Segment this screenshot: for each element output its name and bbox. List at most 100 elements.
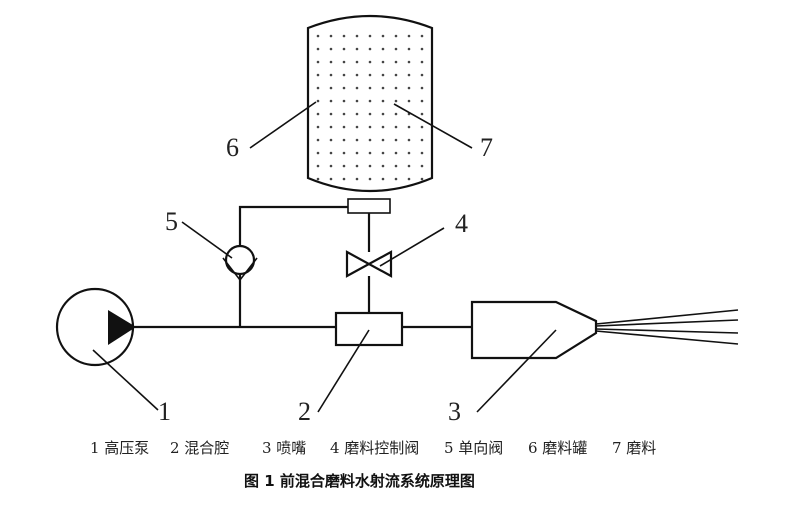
abrasive-dot	[368, 86, 372, 90]
abrasive-dot	[329, 125, 333, 129]
abrasive-dot	[355, 138, 359, 142]
abrasive-dot	[342, 86, 346, 90]
abrasive-dot	[420, 47, 424, 51]
abrasive-dot	[368, 151, 372, 155]
abrasive-dot	[316, 60, 320, 64]
abrasive-dot	[381, 99, 385, 103]
abrasive-dot	[381, 125, 385, 129]
abrasive-dot	[394, 47, 398, 51]
abrasive-dot	[329, 73, 333, 77]
abrasive-dot	[394, 138, 398, 142]
tank-outlet	[347, 198, 391, 214]
abrasive-dot	[342, 73, 346, 77]
abrasive-dot	[394, 86, 398, 90]
abrasive-dot	[381, 151, 385, 155]
abrasive-dot	[355, 73, 359, 77]
mixing-chamber	[334, 311, 404, 347]
label-2: 2	[298, 397, 311, 426]
control-valve	[345, 250, 393, 278]
abrasive-dot	[407, 34, 411, 38]
abrasive-dot	[420, 177, 424, 181]
pump-arrow	[108, 310, 136, 345]
abrasive-dot	[368, 34, 372, 38]
legend-item-1: 1 高压泵	[90, 439, 149, 457]
leader-line-5	[181, 221, 233, 259]
abrasive-dot	[329, 60, 333, 64]
abrasive-dot	[355, 34, 359, 38]
abrasive-dot	[407, 60, 411, 64]
abrasive-dot	[394, 177, 398, 181]
abrasive-dot	[420, 60, 424, 64]
legend-item-4: 4 磨料控制阀	[330, 439, 419, 457]
abrasive-dot	[342, 177, 346, 181]
abrasive-dot	[368, 47, 372, 51]
abrasive-dot	[329, 164, 333, 168]
abrasive-dot	[407, 73, 411, 77]
abrasive-dot	[394, 60, 398, 64]
abrasive-dot	[342, 125, 346, 129]
abrasive-dot	[316, 125, 320, 129]
abrasive-dot	[394, 112, 398, 116]
abrasive-dot	[381, 60, 385, 64]
abrasive-dot	[381, 164, 385, 168]
abrasive-dot	[381, 177, 385, 181]
abrasive-dot	[420, 86, 424, 90]
legend-item-6: 6 磨料罐	[528, 439, 587, 457]
abrasive-dot	[316, 151, 320, 155]
abrasive-dot	[407, 138, 411, 142]
abrasive-dot	[342, 138, 346, 142]
label-5: 5	[165, 207, 178, 236]
leader-line-3	[476, 329, 557, 413]
abrasive-dot	[316, 112, 320, 116]
abrasive-dot	[394, 151, 398, 155]
legend-item-2: 2 混合腔	[170, 439, 229, 457]
abrasive-dot	[407, 177, 411, 181]
abrasive-dot	[329, 151, 333, 155]
abrasive-dot	[381, 34, 385, 38]
jet-streams	[595, 309, 739, 345]
abrasive-dot	[407, 151, 411, 155]
abrasive-dot	[329, 47, 333, 51]
label-4: 4	[455, 209, 468, 238]
abrasive-dot	[355, 164, 359, 168]
abrasive-dot	[355, 99, 359, 103]
abrasive-dot	[381, 138, 385, 142]
abrasive-dot	[329, 112, 333, 116]
nozzle	[470, 300, 598, 360]
leader-line-6	[249, 101, 317, 149]
abrasive-dot	[316, 177, 320, 181]
abrasive-dot	[420, 34, 424, 38]
abrasive-dot	[381, 47, 385, 51]
label-6: 6	[226, 133, 239, 162]
abrasive-dot	[420, 151, 424, 155]
leader-line-1	[92, 349, 159, 411]
label-7: 7	[480, 133, 493, 162]
abrasive-dot	[342, 151, 346, 155]
abrasive-dot	[381, 86, 385, 90]
abrasive-dot	[316, 73, 320, 77]
abrasive-dot	[368, 125, 372, 129]
abrasive-dot	[329, 34, 333, 38]
abrasive-dot	[368, 177, 372, 181]
abrasive-dot	[368, 60, 372, 64]
abrasive-dot	[329, 86, 333, 90]
abrasive-dot	[368, 99, 372, 103]
abrasive-dot	[316, 86, 320, 90]
leader-line-7	[393, 103, 473, 149]
bypass-pipe	[238, 205, 348, 246]
abrasive-dot	[394, 73, 398, 77]
abrasive-dot	[368, 73, 372, 77]
abrasive-dot	[420, 112, 424, 116]
label-3: 3	[448, 397, 461, 426]
abrasive-dot	[420, 164, 424, 168]
legend-item-7: 7 磨料	[612, 439, 656, 457]
check-valve	[224, 244, 256, 276]
abrasive-dot	[407, 86, 411, 90]
abrasive-dot	[407, 125, 411, 129]
abrasive-dot	[329, 99, 333, 103]
leader-line-2	[317, 329, 370, 413]
abrasive-dot	[316, 138, 320, 142]
abrasive-dot	[368, 112, 372, 116]
abrasive-dot	[407, 164, 411, 168]
abrasive-dot	[342, 164, 346, 168]
